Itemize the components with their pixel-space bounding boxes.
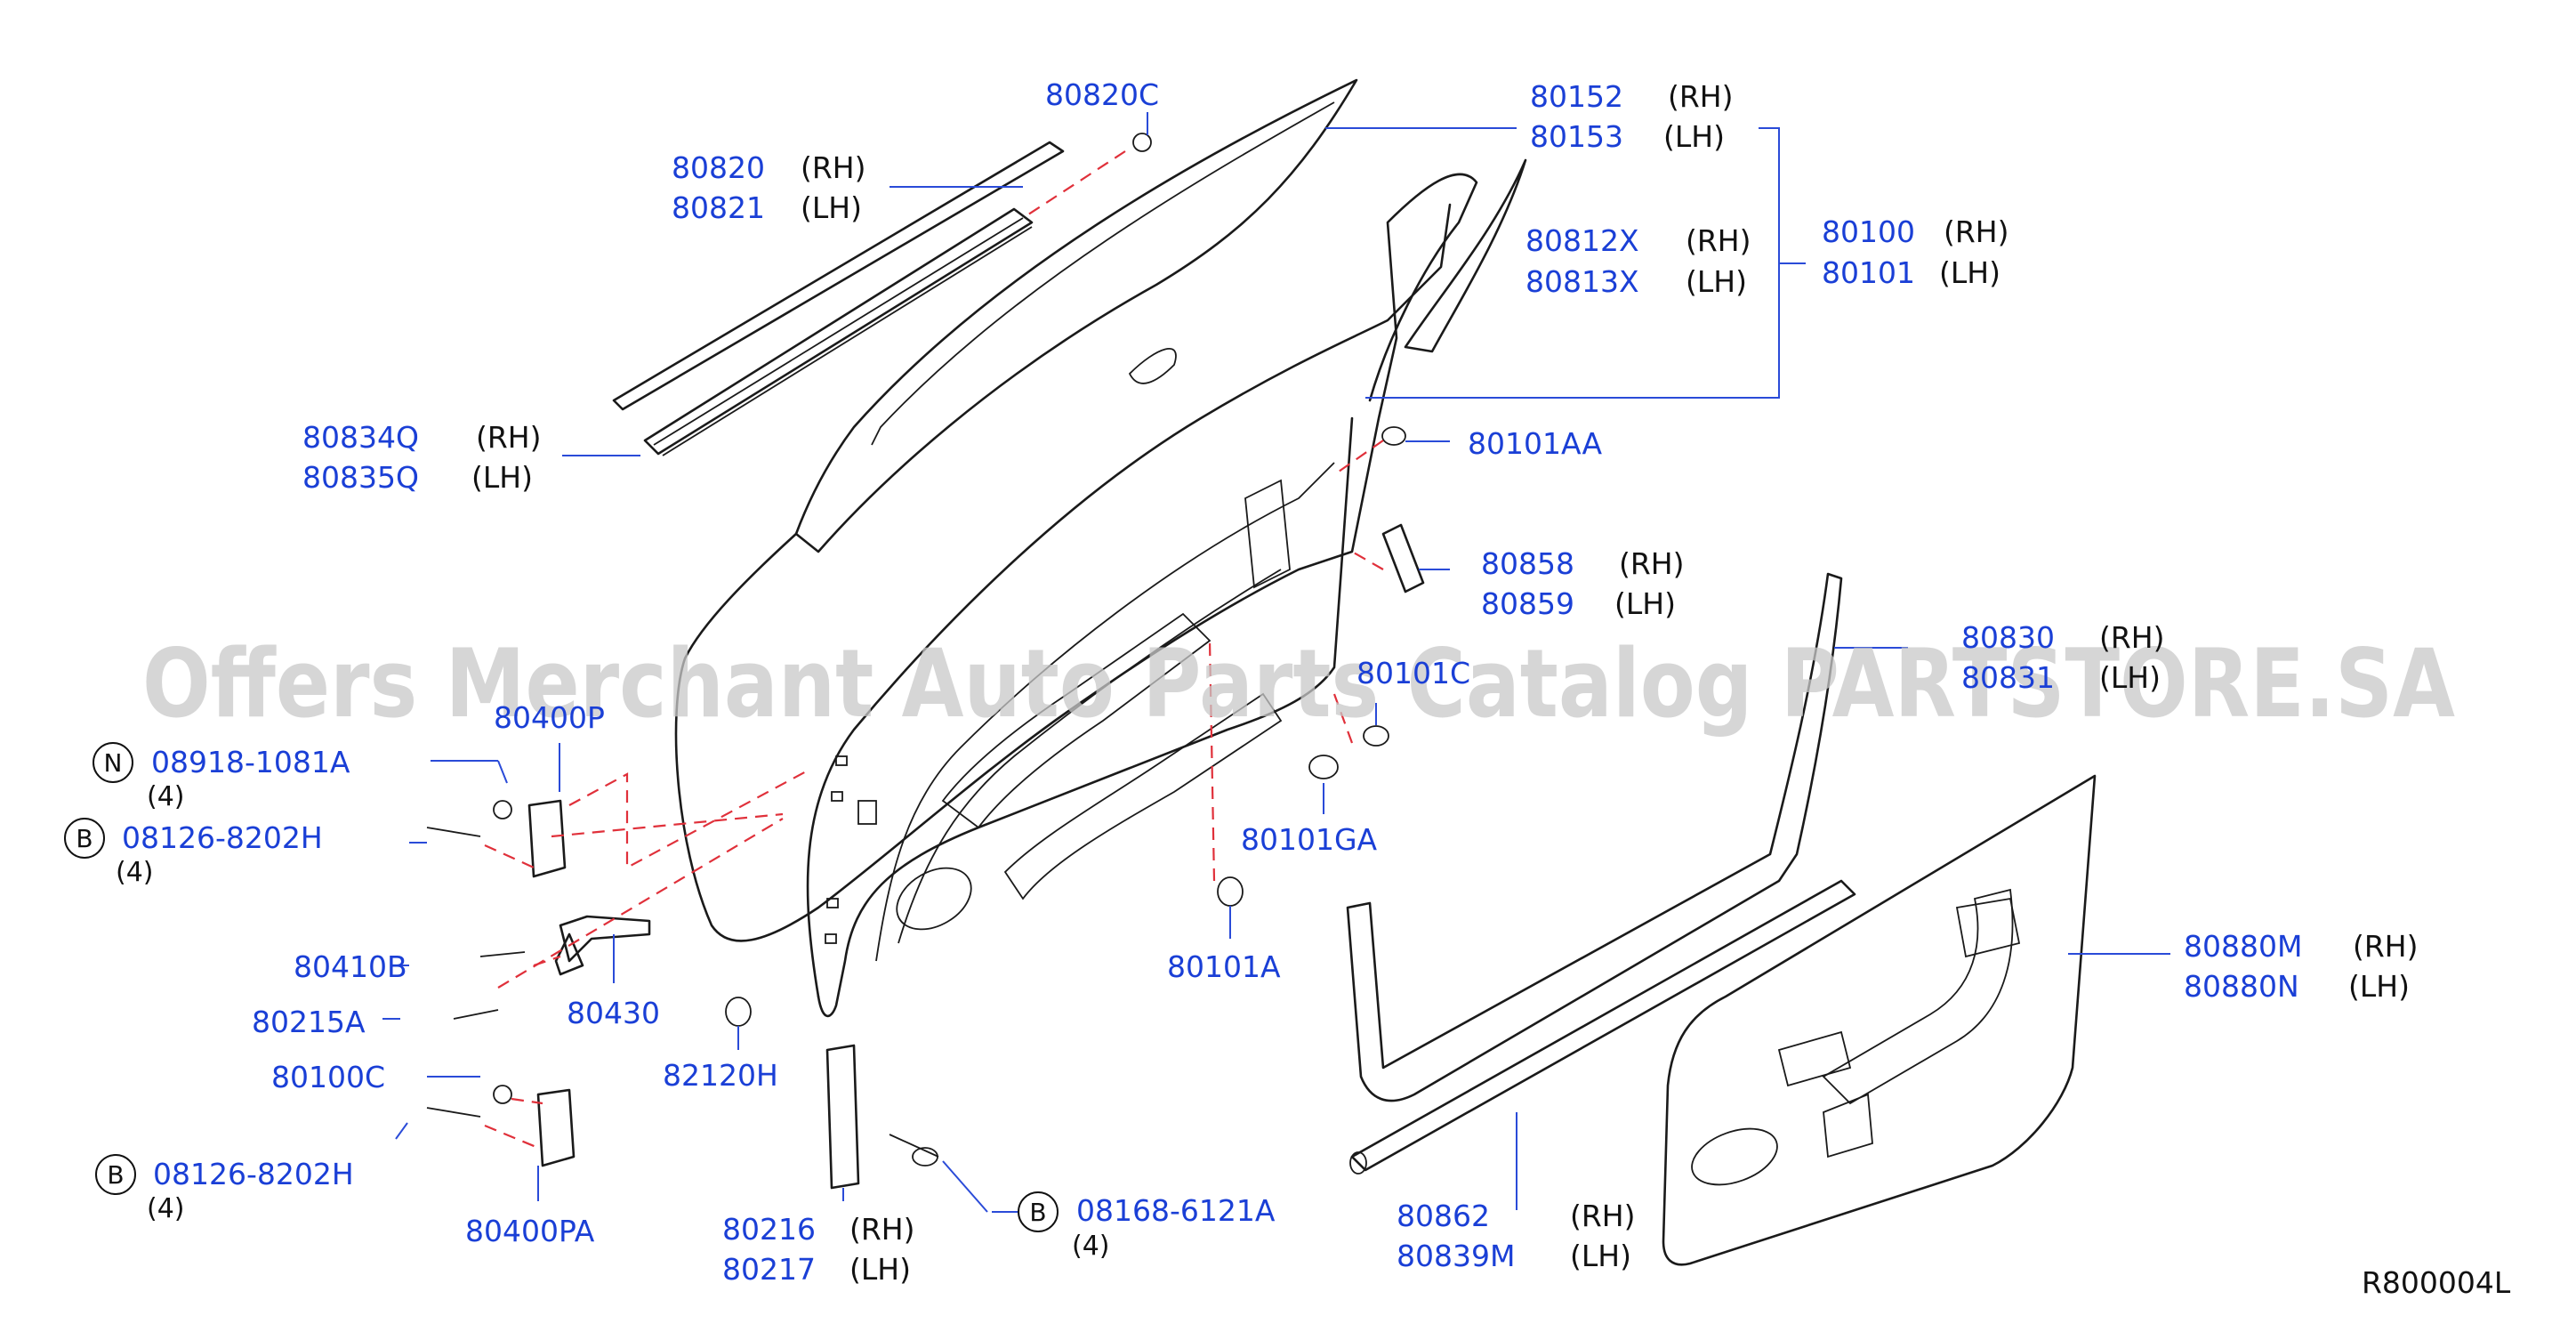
label-80153[interactable]: 80153 — [1530, 119, 1623, 154]
label-80859[interactable]: 80859 — [1481, 586, 1574, 621]
seal-and-trim-drawing — [1346, 572, 1856, 1175]
diagram-code: R800004L — [2362, 1265, 2511, 1300]
label-80834q-side: (RH) — [476, 420, 542, 455]
watermark-text: Offers Merchant Auto Parts Catalog PARTS… — [142, 629, 2455, 739]
fastener-part-number: 08126-8202H — [122, 820, 323, 855]
fastener-callouts: N 08918-1081A (4) B 08126-8202H (4) B 08… — [64, 742, 1276, 1262]
label-80101aa[interactable]: 80101AA — [1468, 426, 1602, 461]
dashed-links — [484, 150, 1384, 1150]
label-80859-side: (LH) — [1614, 586, 1676, 621]
fastener-b-08126-8202h-lower[interactable]: B 08126-8202H (4) — [95, 1154, 354, 1224]
label-80862[interactable]: 80862 — [1397, 1199, 1490, 1233]
label-80152[interactable]: 80152 — [1530, 79, 1623, 114]
label-80831-side: (LH) — [2099, 660, 2161, 695]
label-80821[interactable]: 80821 — [672, 190, 765, 225]
fastener-badge: B — [107, 1160, 124, 1190]
label-80216-side: (RH) — [849, 1212, 915, 1247]
fastener-b-08126-8202h-upper[interactable]: B 08126-8202H (4) — [64, 818, 323, 888]
label-80835q-side: (LH) — [471, 460, 533, 495]
label-80101[interactable]: 80101 — [1822, 255, 1915, 290]
leader-lines — [382, 112, 2170, 1213]
part-labels: 80820C 80820 (RH) 80821 (LH) 80152 (RH) … — [252, 77, 2419, 1287]
label-80858-side: (RH) — [1619, 546, 1685, 581]
clips-drawing — [725, 133, 1425, 1027]
label-80400pa[interactable]: 80400PA — [465, 1214, 595, 1248]
label-80217[interactable]: 80217 — [722, 1252, 816, 1287]
label-80858[interactable]: 80858 — [1481, 546, 1574, 581]
label-80400p[interactable]: 80400P — [494, 700, 605, 735]
label-80835q[interactable]: 80835Q — [302, 460, 419, 495]
label-80839m[interactable]: 80839M — [1397, 1239, 1515, 1273]
label-80813x-side: (LH) — [1686, 264, 1747, 299]
label-80100[interactable]: 80100 — [1822, 214, 1915, 249]
label-80813x[interactable]: 80813X — [1525, 264, 1639, 299]
label-80880n[interactable]: 80880N — [2184, 969, 2299, 1004]
label-80830[interactable]: 80830 — [1961, 620, 2055, 655]
label-80100c[interactable]: 80100C — [271, 1060, 385, 1094]
fastener-badge: N — [104, 748, 123, 778]
fastener-qty: (4) — [147, 781, 185, 812]
label-80430[interactable]: 80430 — [567, 996, 660, 1030]
label-80834q[interactable]: 80834Q — [302, 420, 419, 455]
label-80820c[interactable]: 80820C — [1045, 77, 1159, 112]
door-shell-drawing — [674, 78, 1478, 1018]
fastener-badge: B — [76, 824, 93, 853]
fastener-b-08168-6121a[interactable]: B 08168-6121A (4) — [1018, 1191, 1276, 1262]
label-80152-side: (RH) — [1668, 79, 1734, 114]
fastener-qty: (4) — [1072, 1231, 1110, 1262]
label-80101ga[interactable]: 80101GA — [1241, 822, 1378, 857]
fastener-badge: B — [1029, 1198, 1046, 1227]
label-80880m[interactable]: 80880M — [2184, 929, 2302, 964]
label-80839m-side: (LH) — [1570, 1239, 1631, 1273]
fastener-qty: (4) — [147, 1193, 185, 1224]
sash-drawing — [1404, 158, 1527, 353]
label-80830-side: (RH) — [2099, 620, 2165, 655]
label-80215a[interactable]: 80215A — [252, 1005, 366, 1039]
label-80820[interactable]: 80820 — [672, 150, 765, 185]
label-80217-side: (LH) — [849, 1252, 911, 1287]
label-80812x-side: (RH) — [1686, 223, 1751, 258]
label-80880n-side: (LH) — [2348, 969, 2410, 1004]
label-80410b[interactable]: 80410B — [294, 949, 407, 984]
label-80862-side: (RH) — [1570, 1199, 1636, 1233]
weatherstrip-drawing — [612, 141, 1065, 456]
label-80153-side: (LH) — [1663, 119, 1725, 154]
door-trim-panel-drawing — [1662, 774, 2097, 1266]
label-80880m-side: (RH) — [2353, 929, 2419, 964]
label-80831[interactable]: 80831 — [1961, 660, 2055, 695]
label-82120h[interactable]: 82120H — [663, 1058, 778, 1093]
label-80101c[interactable]: 80101C — [1356, 656, 1470, 690]
label-80100-side: (RH) — [1944, 214, 2009, 249]
label-80812x[interactable]: 80812X — [1525, 223, 1639, 258]
label-80101a[interactable]: 80101A — [1167, 949, 1281, 984]
fastener-part-number: 08918-1081A — [151, 745, 350, 779]
fastener-part-number: 08126-8202H — [153, 1157, 354, 1191]
fastener-n-08918-1081a[interactable]: N 08918-1081A (4) — [93, 742, 350, 812]
label-80821-side: (LH) — [801, 190, 862, 225]
label-80820-side: (RH) — [801, 150, 866, 185]
fastener-qty: (4) — [116, 857, 154, 888]
label-80216[interactable]: 80216 — [722, 1212, 816, 1247]
fastener-part-number: 08168-6121A — [1076, 1193, 1276, 1228]
hinge-and-check-drawing — [426, 799, 939, 1190]
label-80101-side: (LH) — [1939, 255, 2000, 290]
